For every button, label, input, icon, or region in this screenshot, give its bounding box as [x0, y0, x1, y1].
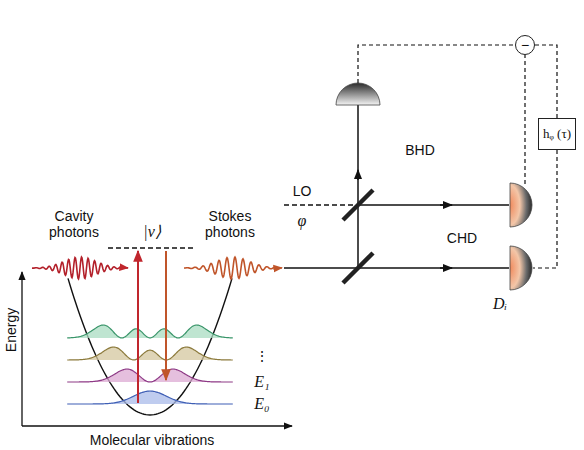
photon-wave-packet: [184, 257, 282, 279]
figure-label: E₀: [254, 395, 269, 413]
stokes-beam: [284, 267, 358, 269]
beam-splitter: [343, 190, 373, 220]
filter-box: hᵩ (τ): [538, 118, 576, 150]
figure-label: φ: [298, 212, 307, 230]
figure-label: CHD: [447, 230, 477, 246]
figure-label: BHD: [405, 142, 435, 158]
potential-well: [67, 278, 233, 415]
figure-label: Dᵢ: [493, 295, 507, 313]
vibrational-level: [67, 369, 233, 382]
figure-label: E₁: [254, 373, 269, 391]
photodetector: [510, 183, 532, 227]
photon-packets: [32, 257, 282, 279]
virtual-level: [108, 247, 196, 249]
beam-arrow: [440, 267, 452, 269]
figure-label: Energy: [3, 308, 19, 352]
beam-splitter: [343, 253, 373, 283]
figure-label: ⋮: [255, 348, 269, 364]
vibrational-level: [67, 391, 233, 404]
signal-wire: [358, 45, 515, 83]
bhd-beam: [358, 204, 509, 206]
figure-label: LO: [293, 183, 312, 199]
energy-axis: [21, 272, 22, 426]
figure-label: |v⟩: [143, 223, 161, 241]
vertical-beam: [357, 105, 359, 268]
figure-label: Cavity photons: [42, 208, 106, 240]
vibrational-level: [67, 347, 233, 360]
beam-arrow: [440, 204, 452, 206]
figure-label: Stokes photons: [198, 208, 262, 240]
signal-wire: [524, 55, 525, 184]
subtractor-circle: −: [515, 35, 535, 55]
local-oscillator-beam: [284, 204, 354, 206]
node-text: −: [521, 37, 529, 53]
photon-wave-packet: [32, 257, 128, 279]
vibration-axis: [22, 425, 292, 426]
signal-connector: [535, 45, 557, 118]
node-text: hᵩ (τ): [543, 126, 571, 142]
chd-beam: [358, 267, 509, 269]
stokes-arrow: [165, 251, 167, 380]
vibrational-level: [67, 325, 233, 338]
figure-label: Molecular vibrations: [90, 432, 215, 448]
signal-wire: [533, 150, 557, 268]
photodetector: [336, 83, 380, 105]
excitation-arrow: [137, 251, 139, 403]
beam-arrow: [357, 170, 359, 180]
photodetector: [510, 246, 532, 290]
potential-curve: [68, 278, 232, 415]
